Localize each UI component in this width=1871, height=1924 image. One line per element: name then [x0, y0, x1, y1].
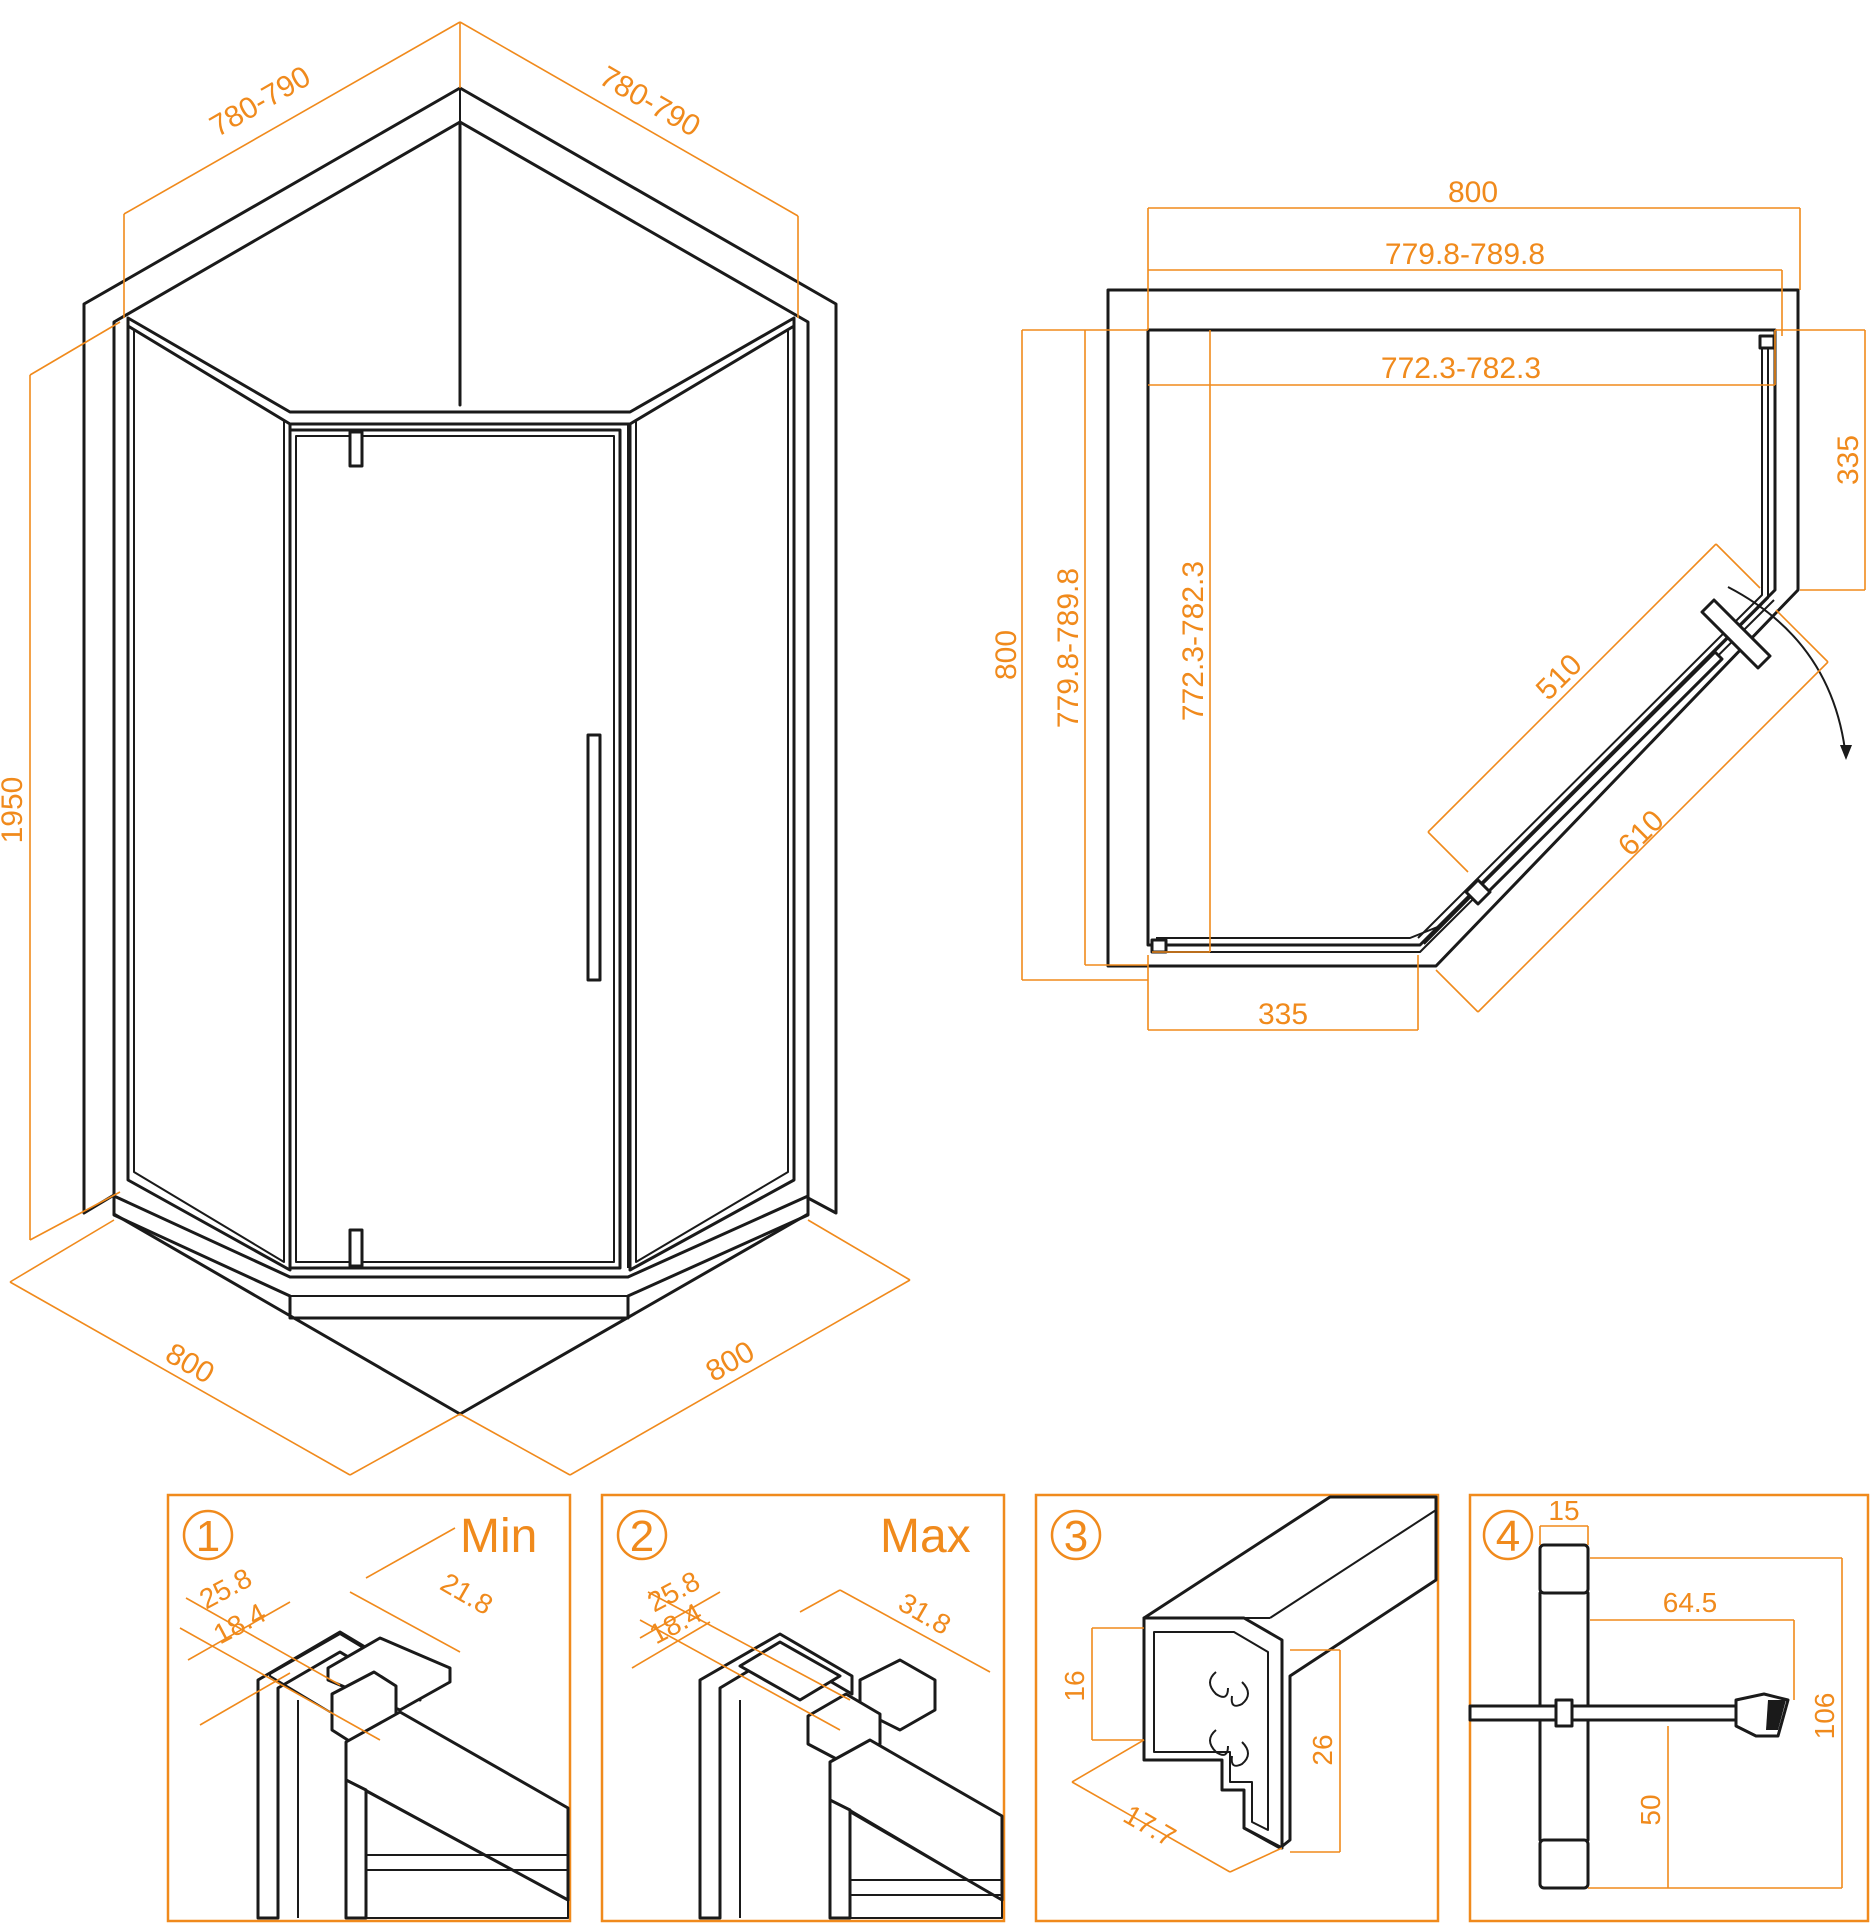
top-profile	[126, 316, 796, 426]
iso-dimensions	[9, 21, 911, 1476]
left-panel	[126, 318, 292, 1272]
dim-base-left: 800	[160, 1337, 220, 1391]
detail-1-dim-c: 21.8	[435, 1567, 498, 1621]
detail-2-dim-c: 31.8	[893, 1587, 956, 1641]
dim-front-panel: 610	[1612, 804, 1671, 863]
detail-4-dim-a: 15	[1548, 1495, 1579, 1526]
right-panel	[628, 318, 796, 1272]
plan-view: 800 779.8-789.8 772.3-782.3 800 779.8-78…	[990, 176, 1866, 1031]
detail-3-dim-b: 26	[1307, 1734, 1338, 1765]
detail-2-number: 2	[630, 1512, 654, 1561]
detail-2-max: 2 Max 25.8 18.4 31.8	[600, 1493, 1006, 1923]
detail-3-dim-a: 16	[1059, 1670, 1090, 1701]
detail-3-profile: 3 16 26 17.7	[1034, 1493, 1440, 1923]
plan-inner	[1146, 328, 1777, 947]
detail-1-min: 1 Min 25.8 18.4 21.8	[166, 1493, 572, 1923]
dim-outer-width: 800	[1448, 176, 1498, 209]
dim-glass-height: 772.3-782.3	[1177, 561, 1210, 721]
dim-height: 1950	[0, 777, 29, 844]
detail-1-number: 1	[196, 1512, 220, 1561]
door-handle[interactable]	[586, 733, 602, 982]
detail-4-dim-d: 50	[1635, 1794, 1666, 1825]
bottom-hinge	[348, 1228, 364, 1268]
dim-side-right: 335	[1832, 435, 1865, 485]
detail-3-number: 3	[1064, 1512, 1088, 1561]
detail-4-handle: 4 15 64.5 106 50	[1468, 1493, 1870, 1923]
isometric-view: 780-790 780-790 1950 800 800	[0, 21, 911, 1476]
dim-outer-height: 800	[990, 630, 1023, 680]
dim-inner-width: 779.8-789.8	[1385, 238, 1545, 271]
door-swing-arc	[1727, 586, 1846, 751]
detail-4-dim-c: 106	[1809, 1693, 1840, 1740]
detail-4-dim-b: 64.5	[1663, 1587, 1718, 1618]
dim-base-right: 800	[700, 1335, 760, 1389]
detail-4-number: 4	[1496, 1512, 1520, 1561]
detail-2-title: Max	[880, 1510, 971, 1563]
plan-dimensions	[1021, 207, 1866, 1031]
dim-inner-height: 779.8-789.8	[1052, 568, 1085, 728]
dim-top-left: 780-790	[204, 60, 316, 144]
dim-side-bottom: 335	[1258, 998, 1308, 1031]
pivot-door[interactable]	[288, 428, 622, 1270]
top-hinge	[348, 430, 364, 468]
detail-3-dim-c: 17.7	[1118, 1799, 1181, 1853]
dim-glass-width: 772.3-782.3	[1381, 352, 1541, 385]
detail-1-title: Min	[460, 1510, 537, 1563]
plan-hinge	[1700, 598, 1772, 670]
